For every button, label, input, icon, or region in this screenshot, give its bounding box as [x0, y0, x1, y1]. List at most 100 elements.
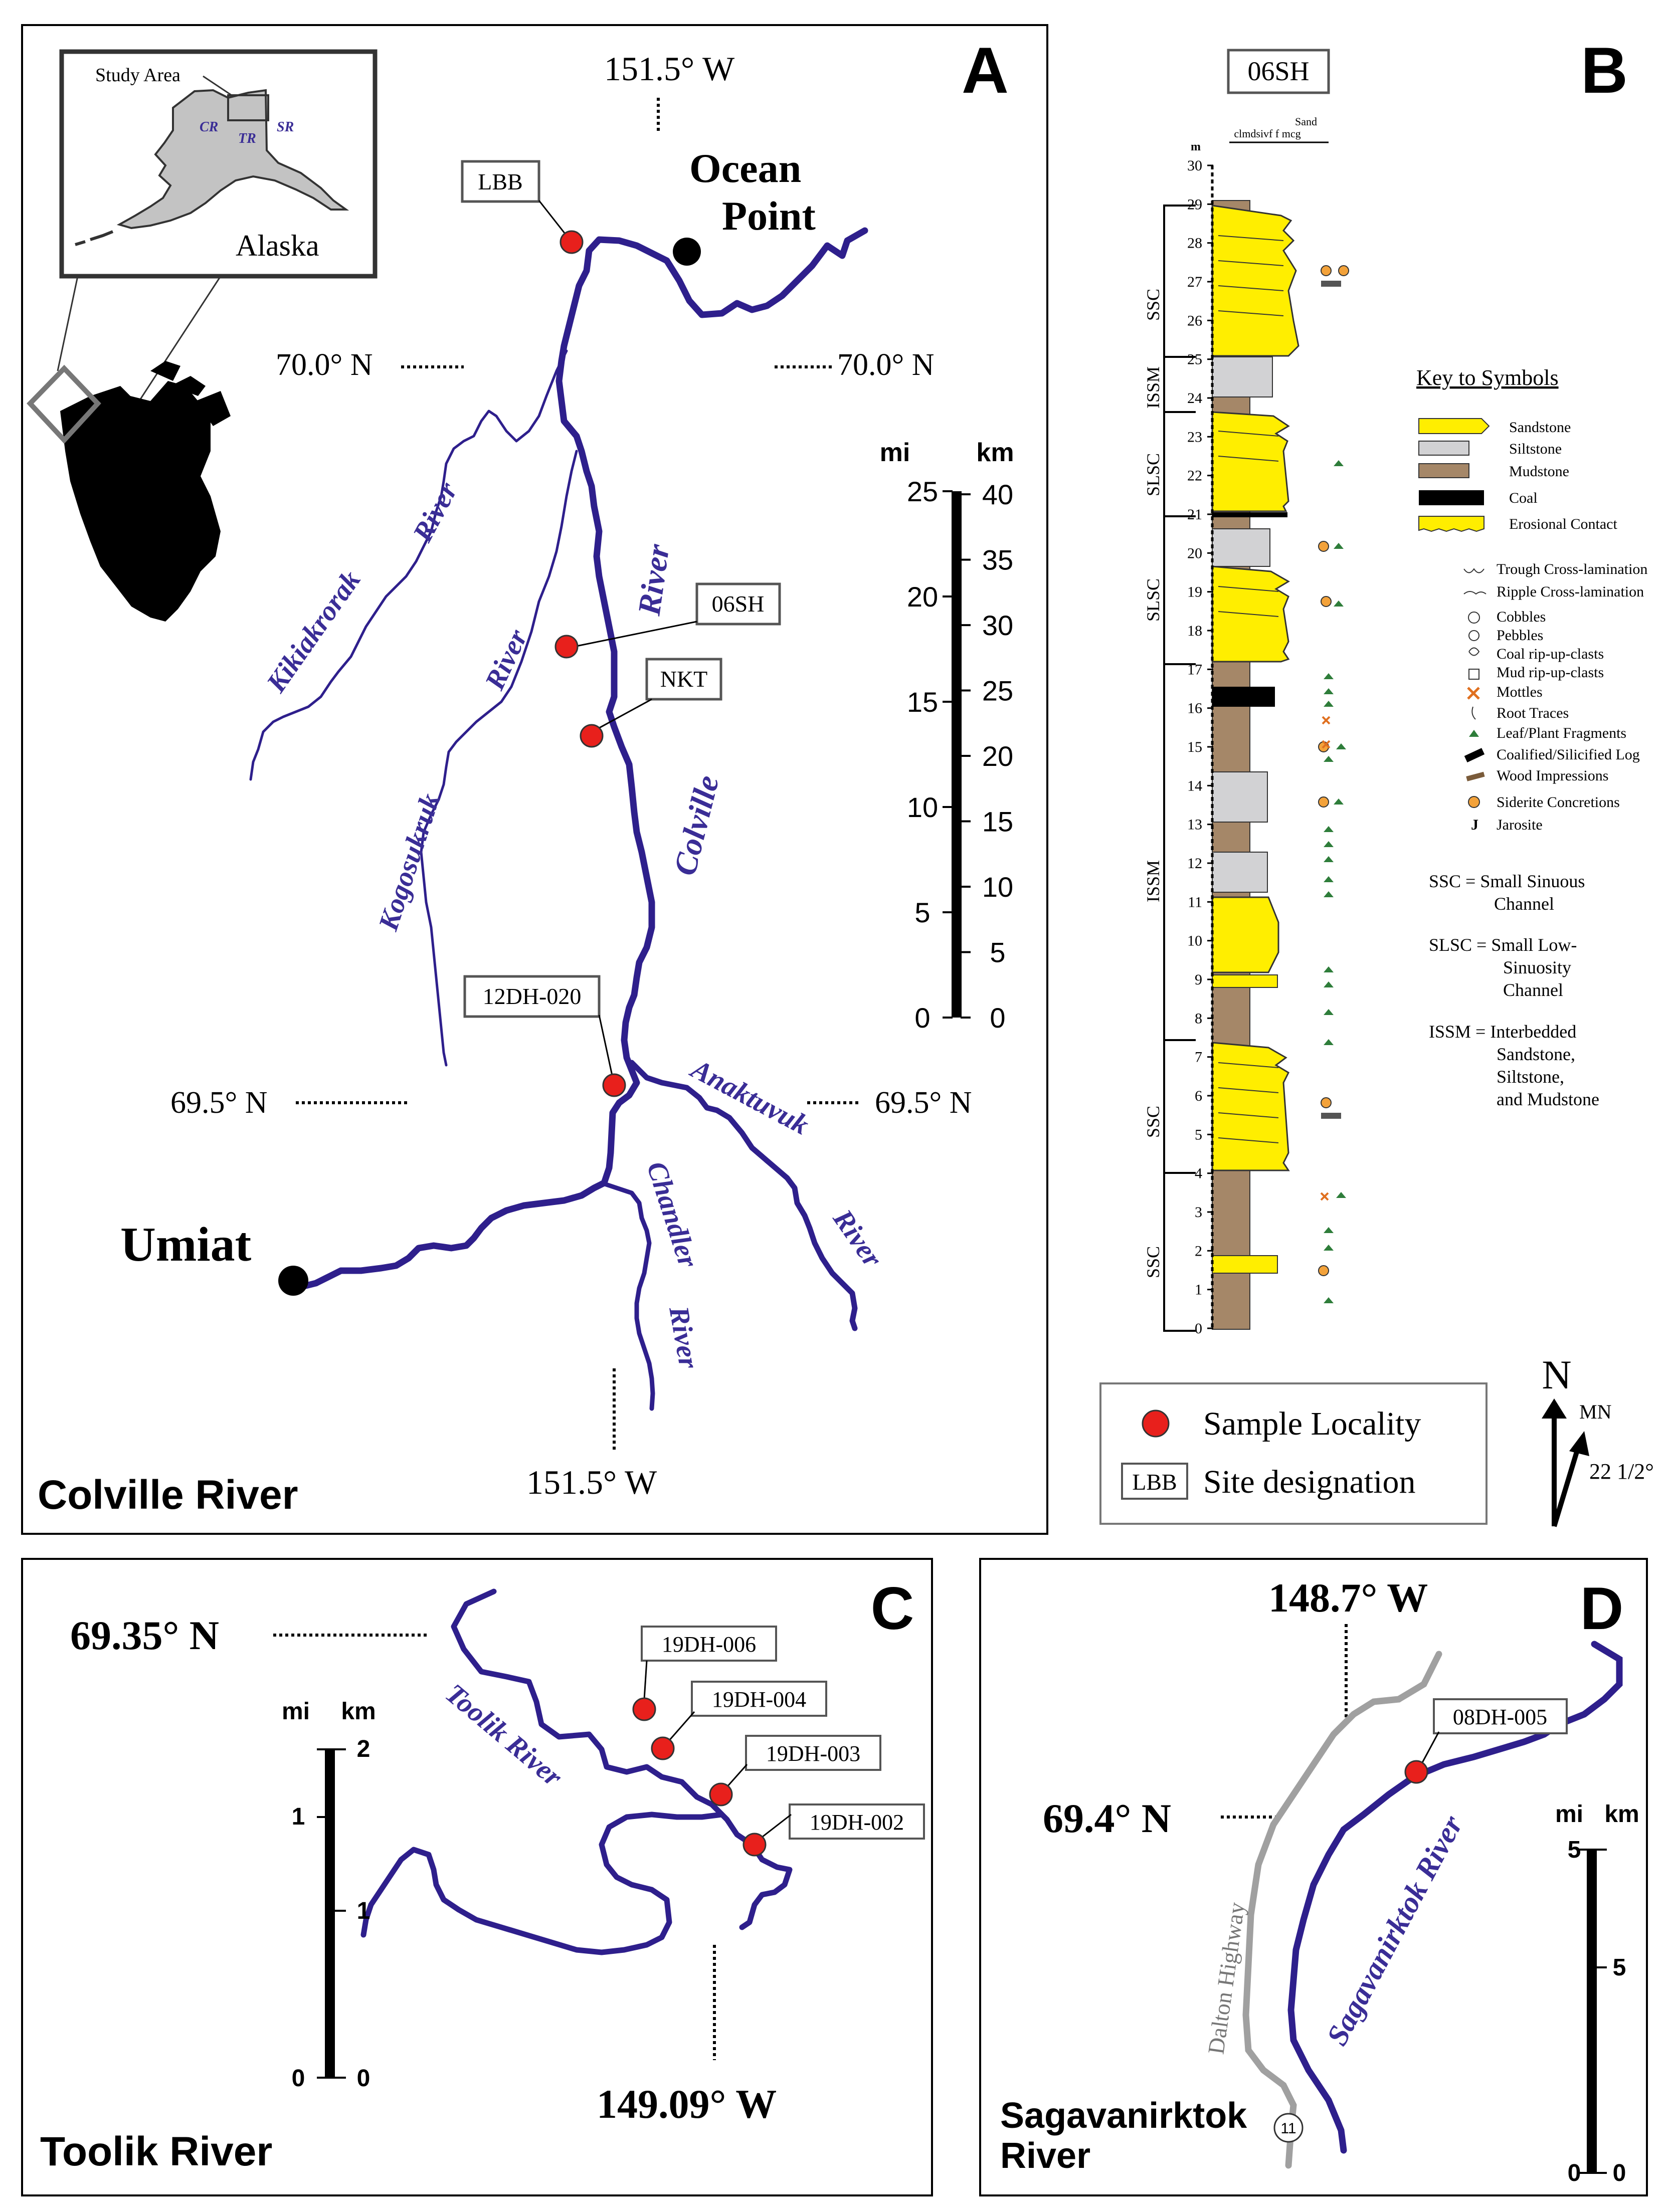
- legend-site-box: [1121, 1463, 1188, 1500]
- north-arrow: N MN 22 1/2°: [1542, 1352, 1654, 1527]
- locator-inset: Study Area CR TR SR Alaska: [57, 49, 378, 427]
- scale-a-mi-tick-label: 20: [907, 581, 938, 613]
- river-label-anaktuvuk: Anaktuvuk: [685, 1053, 814, 1141]
- depth-tick-label: 19: [1187, 584, 1202, 600]
- depth-unit: m: [1191, 140, 1201, 153]
- scale-a-km-tick-label: 25: [982, 675, 1013, 707]
- depth-tick-label: 9: [1195, 971, 1202, 988]
- river-label-anaktuvuk-river: River: [827, 1203, 888, 1273]
- toolik-river-main: [360, 1588, 725, 1955]
- strat-column: [1211, 165, 1299, 1330]
- site-19dh-003-marker: [709, 1782, 733, 1806]
- def-ssc-1: SSC = Small Sinuous: [1429, 871, 1585, 891]
- def-issm-1: ISSM = Interbedded: [1429, 1022, 1576, 1042]
- river-label-colville-river: River: [631, 541, 676, 618]
- facies-ssc-bottom: SSC: [1143, 1246, 1163, 1278]
- panel-b-letter: B: [1581, 34, 1628, 107]
- site-19dh-006: 19DH-006: [632, 1626, 777, 1721]
- scale-a-mi-tick-label: 15: [907, 686, 938, 718]
- def-slsc-2: Sinuosity: [1503, 957, 1571, 977]
- scale-a-km-tick-label: 40: [982, 479, 1013, 510]
- site-lbb-marker: [560, 230, 584, 254]
- depth-tick-label: 25: [1187, 351, 1202, 368]
- accessory-symbols: [1318, 265, 1349, 1303]
- sagavanirktok-river: [1287, 1641, 1623, 2154]
- river-label-kikiakrorak: Kikiakrorak: [260, 565, 366, 698]
- depth-tick-label: 22: [1187, 468, 1202, 484]
- def-slsc-1: SLSC = Small Low-: [1429, 935, 1577, 955]
- def-issm-4: and Mudstone: [1497, 1089, 1599, 1109]
- lat-695-right-label: 69.5° N: [875, 1086, 972, 1120]
- depth-tick-label: 15: [1187, 739, 1202, 755]
- key-root: Root Traces: [1497, 705, 1569, 721]
- anaktuvuk-river: [629, 1060, 858, 1331]
- scale-a-km-tick-label: 35: [982, 544, 1013, 576]
- key-jarosite-symbol: J: [1471, 817, 1478, 833]
- scale-c-km-zero: 0: [357, 2065, 370, 2092]
- panel-d-lat: 69.4° N: [1043, 1795, 1171, 1841]
- scale-c-mi-top: 1: [292, 1803, 305, 1830]
- key-mottles: Mottles: [1497, 684, 1543, 700]
- rivers-a: [249, 227, 868, 1411]
- colville-river: [302, 227, 868, 1289]
- panel-a-title: Colville River: [38, 1472, 298, 1518]
- key-jarosite: Jarosite: [1497, 817, 1543, 833]
- site-lbb: LBB: [461, 160, 584, 254]
- depth-tick-label: 10: [1187, 933, 1202, 949]
- depth-tick-label: 20: [1187, 545, 1202, 561]
- site-08dh-005-marker: [1404, 1760, 1428, 1784]
- north-letter: N: [1542, 1352, 1571, 1397]
- scale-d-km-zero: 0: [1613, 2160, 1626, 2186]
- inset-frame: [59, 49, 378, 279]
- legend-site-box-label: LBB: [1132, 1469, 1177, 1495]
- scale-a-mi-label: mi: [880, 438, 910, 467]
- siltstone-12: [1212, 852, 1268, 893]
- panel-d-title-2: River: [1000, 2136, 1090, 2176]
- north-america-map: [27, 361, 231, 622]
- depth-tick-label: 28: [1187, 235, 1202, 252]
- scale-a-km-tick-label: 5: [990, 937, 1005, 968]
- facies-brackets: [1163, 205, 1196, 1332]
- panel-d: D Sagavanirktok River 148.7° W 69.4° N D…: [979, 1558, 1648, 2196]
- key-structure-symbols: [1463, 568, 1487, 808]
- key-log: Coalified/Silicified Log: [1497, 746, 1640, 763]
- depth-tick-label: 8: [1195, 1010, 1202, 1027]
- scale-c-mi-label: mi: [282, 1698, 310, 1725]
- key-mudstone: Mudstone: [1509, 463, 1569, 480]
- town-ocean-point-label-1: Ocean: [689, 145, 801, 191]
- def-slsc-3: Channel: [1503, 980, 1563, 1000]
- scale-c-km-mid: 1: [357, 1898, 370, 1924]
- depth-tick-label: 18: [1187, 623, 1202, 639]
- scale-bar-c: mi km 2 1 1 0 0: [282, 1698, 376, 2092]
- site-19dh-004-label: 19DH-004: [712, 1687, 806, 1712]
- scale-a-bar: [952, 491, 962, 1018]
- site-12dh-020: 12DH-020: [463, 975, 626, 1097]
- panel-c-lat: 69.35° N: [70, 1613, 219, 1658]
- depth-tick-label: 0: [1195, 1320, 1202, 1337]
- river-label-chandler: Chandler: [641, 1158, 704, 1272]
- panel-d-lon: 148.7° W: [1268, 1575, 1428, 1621]
- scale-a-km-label: km: [976, 438, 1014, 467]
- river-label-kikiakrorak-river: River: [407, 477, 464, 547]
- site-19dh-002: 19DH-002: [742, 1803, 925, 1857]
- river-label-chandler-river: River: [663, 1304, 704, 1371]
- grain-header: clmdsivf f mcg: [1234, 127, 1301, 140]
- key-mud-rip: Mud rip-up-clasts: [1497, 664, 1604, 681]
- scale-d-km-label: km: [1604, 1801, 1639, 1828]
- site-08dh-005: 08DH-005: [1404, 1698, 1568, 1784]
- north-mn: MN: [1579, 1400, 1611, 1423]
- site-19dh-006-marker: [632, 1697, 656, 1721]
- depth-tick-label: 30: [1187, 157, 1202, 174]
- toolik-river-branch: [709, 1801, 793, 1930]
- scale-d-mi-top: 5: [1568, 1837, 1581, 1863]
- symbol-key: Key to Symbols Sandstone Siltstone Mudst…: [1416, 365, 1647, 1109]
- depth-tick-label: 3: [1195, 1204, 1202, 1221]
- lon-top-label: 151.5° W: [604, 50, 735, 88]
- toolik-river-label: Toolik River: [440, 1678, 569, 1793]
- site-19dh-002-label: 19DH-002: [810, 1810, 904, 1835]
- facies-ssc-mid: SSC: [1143, 1106, 1163, 1138]
- site-19dh-002-marker: [742, 1833, 767, 1857]
